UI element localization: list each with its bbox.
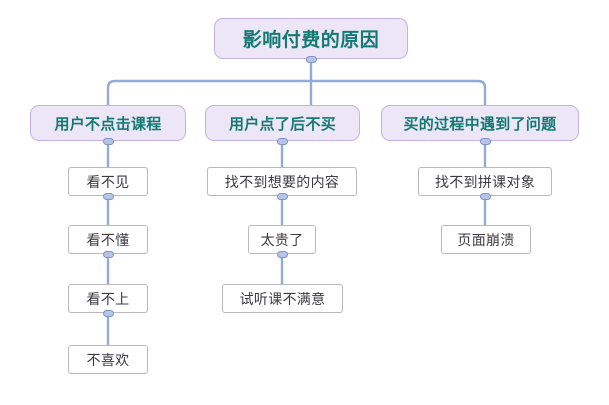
leaf-node-1-2-handle[interactable] — [102, 250, 114, 258]
leaf-node-2-3-label: 试听课不满意 — [239, 290, 326, 307]
leaf-node-3-1-handle[interactable] — [479, 192, 491, 200]
branch-node-1[interactable]: 用户不点击课程 — [30, 105, 186, 141]
leaf-node-1-4-label: 不喜欢 — [86, 351, 130, 368]
root-node-handle[interactable] — [305, 55, 317, 63]
branch-node-3-label: 买的过程中遇到了问题 — [403, 115, 557, 133]
leaf-node-3-2-label: 页面崩溃 — [457, 231, 515, 248]
branch-node-2-handle[interactable] — [276, 137, 288, 145]
branch-node-2-label: 用户点了后不买 — [228, 115, 337, 133]
branch-node-3[interactable]: 买的过程中遇到了问题 — [381, 105, 579, 141]
leaf-node-1-1[interactable]: 看不见 — [68, 167, 148, 196]
branch-node-1-handle[interactable] — [102, 137, 114, 145]
branch-node-2[interactable]: 用户点了后不买 — [205, 105, 360, 141]
leaf-node-2-1-label: 找不到想要的内容 — [224, 173, 340, 190]
leaf-node-2-2-handle[interactable] — [276, 250, 288, 258]
leaf-node-1-2-label: 看不懂 — [86, 231, 130, 248]
leaf-node-1-3-handle[interactable] — [102, 309, 114, 317]
leaf-node-1-3[interactable]: 看不上 — [68, 284, 148, 313]
leaf-node-1-4[interactable]: 不喜欢 — [68, 345, 148, 374]
root-node[interactable]: 影响付费的原因 — [214, 18, 408, 59]
leaf-node-2-1-handle[interactable] — [276, 192, 288, 200]
branch-node-3-handle[interactable] — [479, 137, 491, 145]
branch-node-1-label: 用户不点击课程 — [54, 115, 162, 133]
leaf-node-1-2[interactable]: 看不懂 — [68, 225, 148, 254]
leaf-node-2-2-label: 太贵了 — [260, 231, 304, 248]
leaf-node-3-2[interactable]: 页面崩溃 — [441, 225, 531, 254]
leaf-node-3-1-label: 找不到拼课对象 — [434, 173, 536, 190]
leaf-node-1-1-handle[interactable] — [102, 192, 114, 200]
leaf-node-1-1-label: 看不见 — [86, 173, 130, 190]
leaf-node-1-3-label: 看不上 — [86, 290, 130, 307]
leaf-node-2-1[interactable]: 找不到想要的内容 — [207, 167, 357, 196]
leaf-node-3-1[interactable]: 找不到拼课对象 — [418, 167, 552, 196]
leaf-node-2-2[interactable]: 太贵了 — [248, 225, 316, 254]
wire-root-bus — [106, 79, 487, 105]
leaf-node-2-3[interactable]: 试听课不满意 — [222, 284, 343, 313]
root-node-label: 影响付费的原因 — [242, 30, 380, 51]
